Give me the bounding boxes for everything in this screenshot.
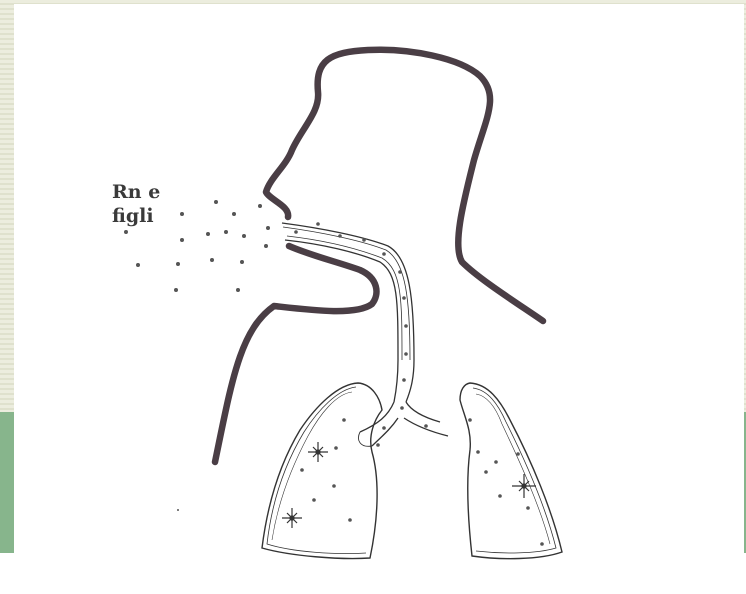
particle [180,238,184,242]
star-marks [282,442,536,528]
particle [124,230,128,234]
radon-particles [124,200,544,546]
particle [362,238,366,242]
particle [236,288,240,292]
particle [177,509,179,511]
particle [402,378,406,382]
particle [468,418,472,422]
particle [342,418,346,422]
particle [334,446,338,450]
particle [404,352,408,356]
particle [242,234,246,238]
particle [316,222,320,226]
particle [400,406,404,410]
particle [332,484,336,488]
particle [224,230,228,234]
particle [300,468,304,472]
particle [382,252,386,256]
right-lung [460,383,562,559]
particle [266,226,270,230]
left-lung [262,383,382,559]
jaw-neck-outline [215,246,376,462]
particle [494,460,498,464]
particle [376,443,380,447]
particle [180,212,184,216]
particle [526,506,530,510]
particle [398,270,402,274]
particle [404,324,408,328]
particle [348,518,352,522]
particle [424,424,428,428]
particle [338,234,342,238]
particle [294,230,298,234]
particle [476,450,480,454]
particle [240,260,244,264]
particle [498,494,502,498]
star-icon [308,442,328,462]
particle [264,244,268,248]
particle [382,426,386,430]
star-icon [282,508,302,528]
label-line-2: figli [112,204,160,228]
particle [484,470,488,474]
particle [312,498,316,502]
radon-progeny-label: Rn e figli [112,180,160,228]
particle [258,204,262,208]
particle [214,200,218,204]
particle [402,296,406,300]
head-profile-outline [266,50,543,321]
particle [232,212,236,216]
star-icon [512,474,536,498]
label-line-1: Rn e [112,180,160,204]
particle [176,262,180,266]
particle [540,542,544,546]
particle [174,288,178,292]
particle [206,232,210,236]
particle [136,263,140,267]
particle [210,258,214,262]
particle [516,452,520,456]
